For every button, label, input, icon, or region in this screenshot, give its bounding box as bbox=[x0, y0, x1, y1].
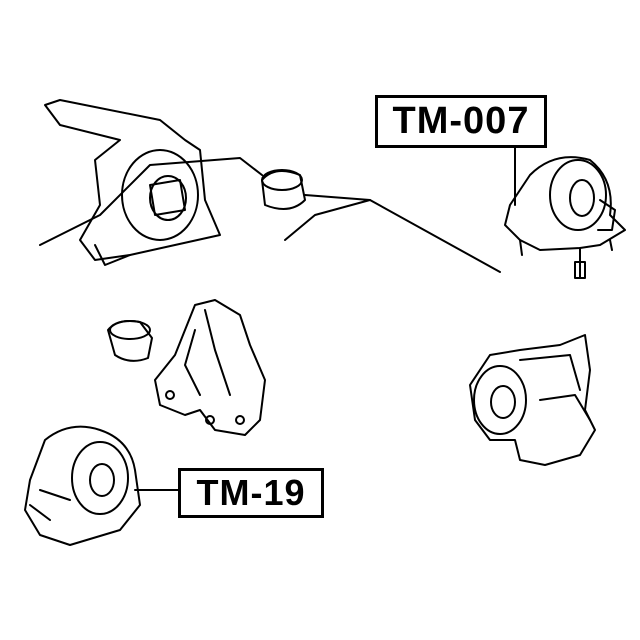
small-bushing-top bbox=[261, 169, 306, 210]
tm-19-mount bbox=[24, 425, 141, 546]
part-label-tm-007: TM-007 bbox=[375, 95, 547, 148]
upper-left-mount bbox=[44, 99, 221, 266]
tm-007-mount bbox=[504, 156, 626, 279]
engine-outline bbox=[39, 157, 501, 273]
right-mount bbox=[469, 334, 596, 466]
small-bushing-left bbox=[107, 320, 153, 362]
center-bracket bbox=[154, 299, 266, 436]
leader-lines bbox=[134, 141, 516, 491]
part-label-tm-19: TM-19 bbox=[178, 468, 324, 518]
